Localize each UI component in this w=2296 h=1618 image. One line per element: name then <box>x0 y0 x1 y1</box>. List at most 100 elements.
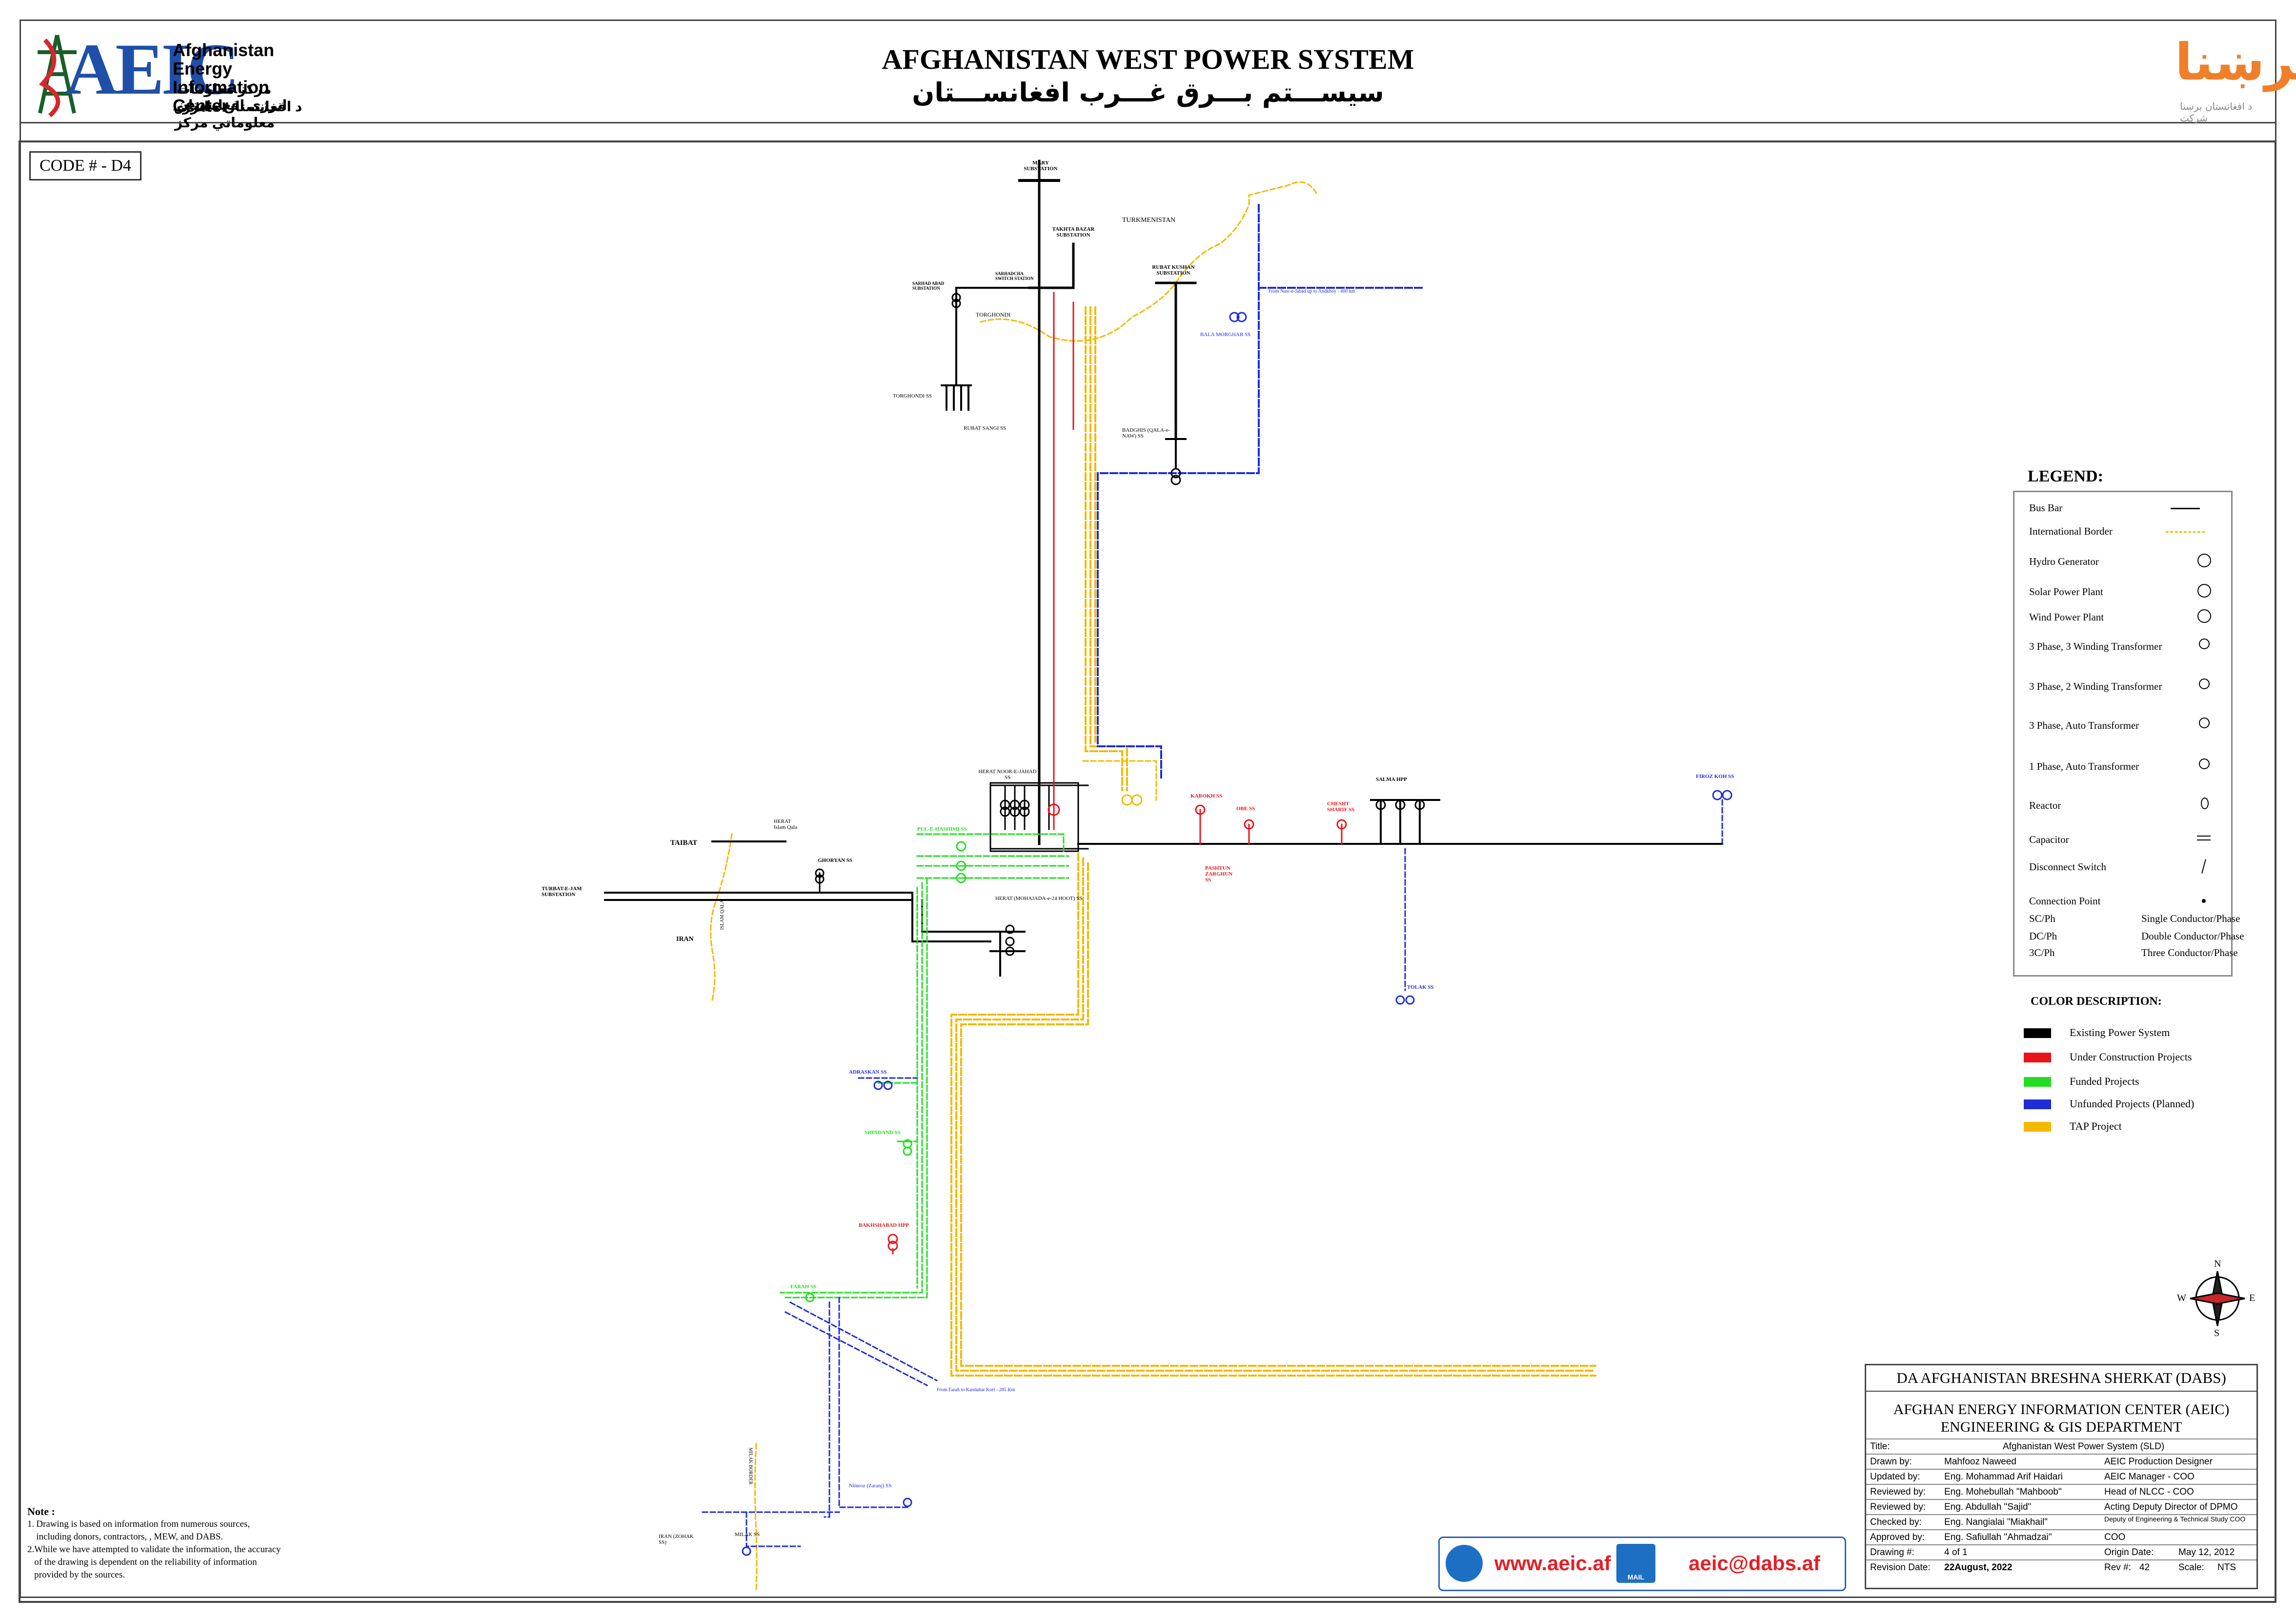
bus-bar-symbol <box>2171 508 2200 509</box>
blue-nimroz <box>824 1297 908 1518</box>
legend-item: International Border <box>2029 525 2113 537</box>
label-adraskan: ADRASKAN SS <box>849 1069 887 1075</box>
aeic-logo: AEIC Afghanistan Energy Information Cent… <box>30 29 313 130</box>
legend-item: 3 Phase, Auto Transformer <box>2029 719 2139 731</box>
legend-item: Hydro Generator <box>2029 556 2099 567</box>
label-milak-border: MILAK BORDER <box>747 1447 753 1485</box>
legend-item: 3 Phase, 3 Winding Transformer <box>2029 640 2162 652</box>
label-mary: MARY SUBSTATION <box>1024 160 1058 172</box>
row-label: Checked by: <box>1870 1517 1922 1527</box>
reactor-icon <box>2201 798 2209 809</box>
legend-item: Connection Point <box>2029 895 2101 907</box>
notes: Note : 1.Drawing is based on information… <box>27 1505 281 1581</box>
wind-plant-icon <box>2197 609 2211 623</box>
three-winding-transformer-icon <box>2199 639 2210 649</box>
page-title-en: AFGHANISTAN WEST POWER SYSTEM <box>882 43 1414 75</box>
color-label: TAP Project <box>2070 1120 2122 1132</box>
iran-border-south <box>754 1443 758 1591</box>
legend-conductor-desc: Single Conductor/Phase <box>2141 913 2240 924</box>
label-bakhshabad: BAKHSHABAD HPP <box>859 1222 909 1228</box>
compass-e: E <box>2249 1293 2256 1303</box>
revision-value: 22August, 2022 <box>1944 1562 2013 1573</box>
label-turkmenistan: TURKMENISTAN <box>1122 217 1176 224</box>
tap-line <box>1085 306 1128 791</box>
label-herat-mohajer: HERAT (MOHAJADA-e-24 HOOT) SS <box>995 896 1083 901</box>
origin-label: Origin Date: <box>2104 1547 2154 1558</box>
row-name: Eng. Nangialai "Miakhail" <box>1944 1517 2048 1527</box>
color-label: Existing Power System <box>2070 1026 2170 1039</box>
row-role: Acting Deputy Director of DPMO <box>2104 1502 2238 1512</box>
label-tolak: TOLAK SS <box>1407 984 1434 990</box>
compass-rose <box>2190 1271 2245 1326</box>
aeic-name-en: Afghanistan Energy Information Center <box>173 40 275 116</box>
label-pul-e-hashimi: PUL-E-HASHIMI SS <box>917 826 967 832</box>
row-role: COO <box>2104 1532 2126 1542</box>
code-label: CODE # - D4 <box>29 151 141 180</box>
label-herat-noor: HERAT NOOR-E-JAHAD SS <box>978 769 1037 780</box>
title-block-row: Reviewed by: Eng. Abdullah "Sajid" Actin… <box>1866 1499 2256 1515</box>
green-south <box>780 877 928 1298</box>
label-chesht: CHESHT SHARIF SS <box>1327 801 1355 813</box>
label-firoz-koh: FIROZ KOH SS <box>1696 774 1734 779</box>
green-pul-hashimi <box>916 833 1069 879</box>
noor-jahad-bus <box>989 784 1089 850</box>
label-sarhad-switch: SARHADCHA SWITCH STATION <box>995 271 1034 281</box>
label-obe: OBE SS <box>1236 806 1255 812</box>
title-block-row: Checked by: Eng. Nangialai "Miakhail" De… <box>1866 1514 2256 1530</box>
scale-value: NTS <box>2217 1562 2236 1573</box>
globe-icon <box>1446 1545 1483 1582</box>
blue-farah-kandahar <box>784 1301 938 1387</box>
legend-item: 1 Phase, Auto Transformer <box>2029 760 2139 772</box>
sarhad-abad-line <box>955 287 1030 386</box>
dabs-logo: برښنا د افغانستان برښنا شرکت <box>2166 32 2296 124</box>
label-takhta-bazar: TAKHTA BAZAR SUBSTATION <box>1052 226 1095 238</box>
dabs-logo-letters: برښنا <box>2175 32 2296 92</box>
compass-w: W <box>2177 1293 2186 1303</box>
note-item: 2.While we have attempted to validate th… <box>27 1543 281 1581</box>
title-value: Afghanistan West Power System (SLD) <box>2003 1441 2165 1452</box>
title-block-row: Reviewed by: Eng. Mohebullah "Mahboob" H… <box>1866 1484 2256 1500</box>
contact-bar: www.aeic.af MAIL aeic@dabs.af <box>1438 1537 1846 1591</box>
label-islam-qala: ISLAM QALA <box>720 899 725 930</box>
aeic-logo-letters: AEIC <box>65 29 240 110</box>
title-block-org3: ENGINEERING & GIS DEPARTMENT <box>1940 1419 2182 1435</box>
title-block-org1: DA AFGHANISTAN BRESHNA SHERKAT (DABS) <box>1896 1369 2226 1386</box>
legend-conductor-code: DC/Ph <box>2029 930 2057 942</box>
solar-plant-icon <box>2197 584 2211 598</box>
title-row: Title: Afghanistan West Power System (SL… <box>1866 1438 2256 1455</box>
note-text: Drawing is based on information from num… <box>36 1519 250 1542</box>
origin-value: May 12, 2012 <box>2178 1547 2235 1558</box>
title-block-divider <box>1866 1391 2256 1392</box>
page-title-dari: سیســـتم بـــرق غـــرب افغانســـتان <box>912 77 1384 108</box>
blue-milak <box>702 1511 840 1547</box>
two-winding-transformer-icon <box>2199 679 2210 689</box>
row-label: Updated by: <box>1870 1472 1920 1482</box>
capacitor-icon <box>2197 836 2211 840</box>
row-role: AEIC Production Designer <box>2104 1457 2213 1467</box>
legend-item: Solar Power Plant <box>2029 586 2103 598</box>
aeic-name-pashto: د افغانستان د انرژۍ معلوماتي مرکز <box>175 99 302 130</box>
label-iran: IRAN <box>676 936 694 943</box>
row-name: Eng. Safiullah "Ahmadzai" <box>1944 1532 2052 1542</box>
title-label: Title: <box>1870 1441 1890 1452</box>
rev-label: Rev #: <box>2104 1562 2131 1573</box>
turkmenistan-border <box>980 181 1319 342</box>
label-shindand: SHINDAND SS <box>865 1130 901 1136</box>
legend-conductor-code: 3C/Ph <box>2029 947 2055 959</box>
email-link[interactable]: aeic@dabs.af <box>1689 1552 1820 1575</box>
drawing-value: 4 of 1 <box>1944 1547 1968 1558</box>
website-link[interactable]: www.aeic.af <box>1494 1552 1611 1575</box>
label-from-naw: From Naw-e-Jabad up to Andkhoy - 400 km <box>1269 289 1355 294</box>
single-phase-auto-transformer-icon <box>2199 759 2210 769</box>
blue-bala-morghab <box>1097 204 1260 781</box>
row-name: Eng. Mohammad Arif Haidari <box>1944 1472 2063 1482</box>
dabs-logo-sub: د افغانستان برښنا شرکت <box>2180 100 2253 124</box>
drawing-frame <box>19 140 2276 1603</box>
row-label: Reviewed by: <box>1870 1502 1926 1512</box>
title-block-row: Updated by: Eng. Mohammad Arif Haidari A… <box>1866 1469 2256 1485</box>
revision-row: Revision Date: 22August, 2022 Rev #: 42 … <box>1866 1559 2256 1576</box>
legend-title: LEGEND: <box>2028 467 2103 485</box>
row-role: Head of NLCC - COO <box>2104 1487 2194 1497</box>
color-swatch-under-construction <box>2024 1053 2051 1062</box>
